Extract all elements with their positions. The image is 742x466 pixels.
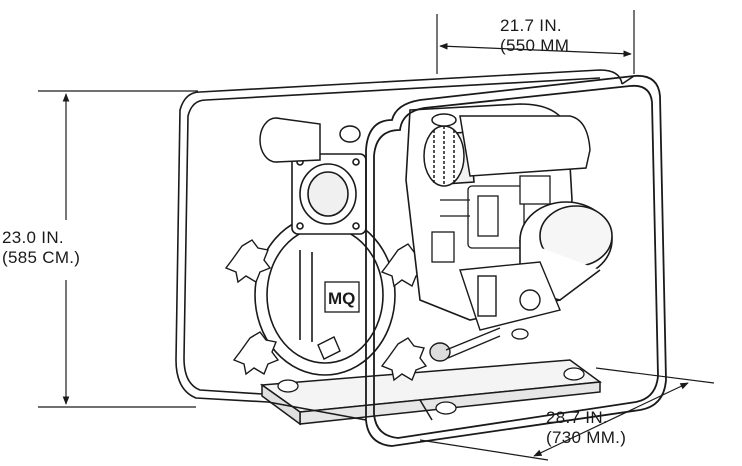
depth-value-in: 28.7 IN. — [546, 408, 608, 427]
skid-mount-bolts — [277, 328, 585, 415]
carburetor — [431, 175, 551, 263]
air-filter — [423, 113, 465, 187]
depth-dimension-label: 28.7 IN. (730 MM.) — [546, 408, 626, 448]
width-dimension-lines — [436, 10, 635, 74]
height-dimension-label: 23.0 IN. (585 CM.) — [2, 228, 80, 268]
depth-value-mm: (730 MM.) — [546, 428, 627, 447]
discharge-port — [291, 153, 367, 235]
height-value-in: 23.0 IN. — [2, 228, 64, 247]
width-value-mm: (550 MM — [500, 36, 570, 55]
logo-text: MQ — [328, 289, 355, 308]
fuel-tank — [459, 115, 591, 177]
rear-frame — [175, 69, 623, 403]
front-frame — [365, 74, 667, 447]
frame-connectors — [267, 75, 635, 421]
fill-port — [259, 117, 361, 163]
logo-plate: MQ — [324, 281, 360, 313]
engine-lower — [459, 261, 561, 331]
recoil-starter — [519, 201, 613, 301]
width-value-in: 21.7 IN. — [500, 16, 562, 35]
height-dimension-lines — [38, 90, 198, 408]
drain-plug — [317, 327, 501, 362]
height-value-cm: (585 CM.) — [2, 248, 81, 267]
width-dimension-label: 21.7 IN. (550 MM — [500, 16, 569, 56]
